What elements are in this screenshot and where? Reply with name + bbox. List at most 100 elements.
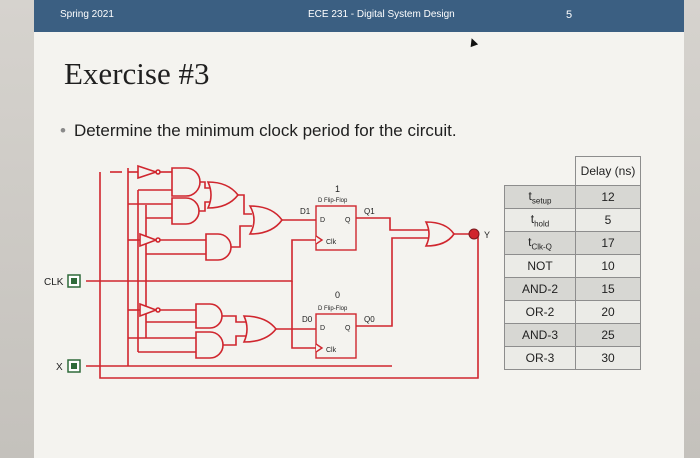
wire-q0 [356,237,428,327]
or-gate-1-icon [206,181,240,209]
table-row: AND-2 15 [504,277,641,301]
not-gate-1-icon [137,164,159,180]
delay-name-main: OR-2 [525,305,555,319]
wire-and3-out [230,225,252,248]
ff1-title: D Flip-Flop [318,198,348,204]
wire-q1-outer-loop [99,172,479,379]
delay-value: 5 [575,208,641,232]
ff1-clk-triangle-icon [315,235,324,245]
not-bubble-3-icon [155,307,161,313]
delay-name: NOT [504,254,576,278]
not-gate-3-icon [139,302,159,318]
delay-name-main: t [530,211,535,226]
ff1-clk-pin-label: Clk [326,239,337,246]
wire-and4-out [222,315,248,323]
delay-value: 12 [575,185,641,209]
ff1-d-pin-label: D [320,217,325,224]
delay-value: 10 [575,254,641,278]
delay-name: AND-2 [504,277,576,301]
wire-clk-ff1 [86,239,316,282]
header-semester: Spring 2021 [60,9,114,20]
and-gate-1-icon [171,167,201,197]
clk-pin-fill-icon [71,278,77,284]
ff0-d-pin-label: D [320,325,325,332]
delay-table-header: Delay (ns) [575,156,641,186]
slide-title: Exercise #3 [64,56,210,91]
bullet-dot-icon: • [60,121,66,140]
header-page-number: 5 [566,9,573,21]
delay-value: 15 [575,277,641,301]
wires [86,168,479,379]
flip-flop-0-box [315,313,357,359]
or-gate-2-icon [248,205,283,235]
delay-name-main: OR-3 [525,351,555,365]
clk-label: CLK [44,277,64,288]
x-label: X [56,362,63,373]
delay-value: 17 [575,231,641,255]
and-gate-3-icon [205,233,232,261]
delay-name-subscript: setup [531,196,552,206]
wire-and2-out [198,201,212,212]
ff0-q-pin-label: Q [345,325,351,332]
or-gate-output-icon [424,221,455,247]
delay-name: OR-2 [504,300,576,324]
not-gate-2-icon [139,232,159,248]
delay-name: tClk-Q [504,231,576,255]
delay-name: AND-3 [504,323,576,347]
table-row: thold 5 [504,208,641,232]
delay-value: 25 [575,323,641,347]
delay-name-main: NOT [527,259,553,273]
table-row: NOT 10 [504,254,641,278]
delay-value: 30 [575,346,641,370]
flip-flop-1-box [315,205,357,251]
delay-name: OR-3 [504,346,576,370]
q0-label: Q0 [364,315,375,324]
delay-name-main: AND-2 [521,282,558,296]
and-gate-5-icon [195,331,224,359]
delay-name-main: t [528,188,532,203]
and-gate-4-icon [195,303,223,329]
gates [137,164,455,359]
wire-clk-ff0 [291,281,316,349]
y-output-led-icon [468,228,480,240]
delay-name: tsetup [504,185,576,209]
wire-or1-out [236,194,252,215]
flip-flops [315,205,357,359]
d1-label: D1 [300,207,311,216]
ff0-clk-triangle-icon [315,343,324,353]
y-label: Y [484,230,490,240]
header-course: ECE 231 - Digital System Design [308,9,455,20]
not-bubble-1-icon [155,169,161,175]
delay-table-corner [505,157,576,186]
circuit-labels: CLK X Y D1 Q1 D0 Q0 1 0 D Flip-Flop D Fl… [44,184,490,373]
delay-name-main: t [528,234,532,249]
wire-and1-out [198,181,212,189]
delay-value: 20 [575,300,641,324]
ff1-index-label: 1 [335,184,340,194]
ff0-index-label: 0 [335,290,340,300]
wire-q1 [356,217,428,231]
table-row: AND-3 25 [504,323,641,347]
delay-name-main: AND-3 [521,328,558,342]
q1-label: Q1 [364,207,375,216]
not-bubble-2-icon [155,237,161,243]
ff1-q-pin-label: Q [345,217,351,224]
and-gate-2-icon [171,197,200,225]
delay-name-subscript: hold [534,219,550,229]
table-row: OR-3 30 [504,346,641,370]
table-row: OR-2 20 [504,300,641,324]
delay-name-subscript: Clk-Q [531,242,552,252]
io-pins [67,228,480,373]
ff0-title: D Flip-Flop [318,306,348,312]
d0-label: D0 [302,315,313,324]
wire-and5-out [222,335,248,346]
bullet-text: Determine the minimum clock period for t… [73,121,457,140]
delay-table-header-row: Delay (ns) [505,156,641,186]
slide-header-bar [34,0,684,32]
